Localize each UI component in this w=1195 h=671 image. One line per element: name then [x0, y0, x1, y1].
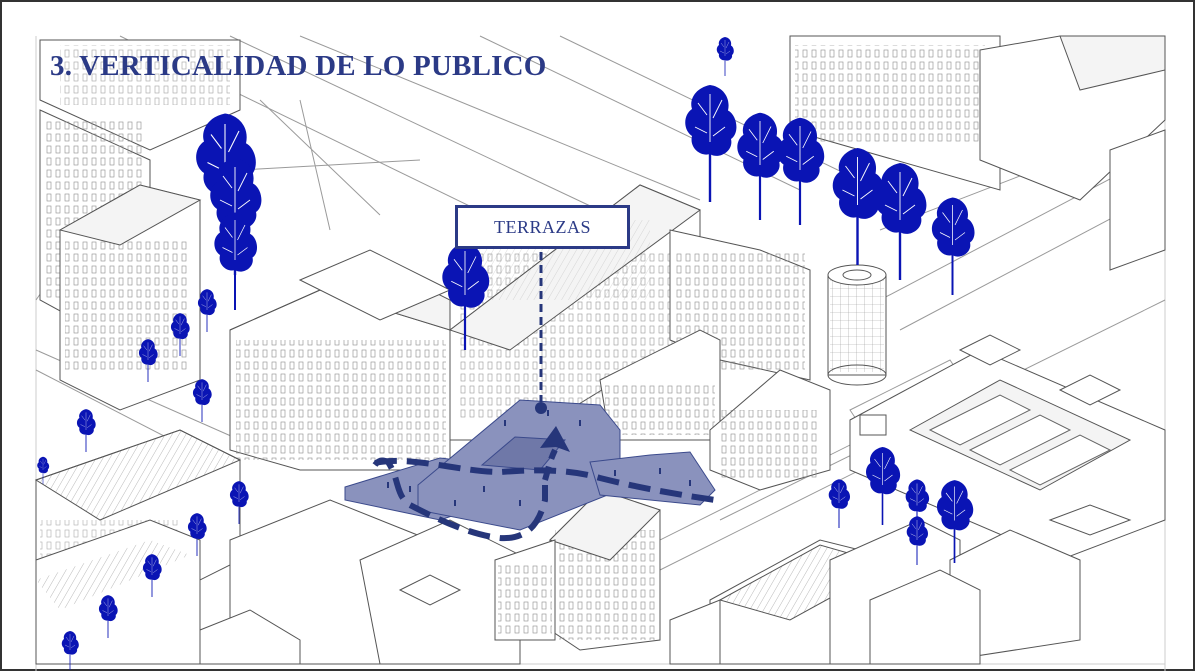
page-title: 3. VERTICALIDAD DE LO PUBLICO — [50, 50, 547, 82]
building-block-topright — [789, 35, 1166, 271]
building-mid-left — [229, 249, 452, 471]
public-route-path — [372, 426, 716, 542]
callout-leader — [535, 252, 547, 414]
terrazas-callout: TERRAZAS — [455, 205, 630, 249]
terrace-right — [589, 451, 716, 506]
building-left-tall — [39, 109, 202, 411]
building-right-courtyard — [849, 334, 1166, 561]
building-bottom-center — [199, 499, 521, 665]
building-bottom-right — [669, 519, 1081, 665]
marker-dot-icon — [535, 402, 547, 414]
cylinder-tower — [827, 264, 887, 386]
building-front-terrace — [494, 489, 661, 651]
arrow-up-icon — [540, 426, 570, 452]
building-mid-right — [599, 229, 831, 491]
